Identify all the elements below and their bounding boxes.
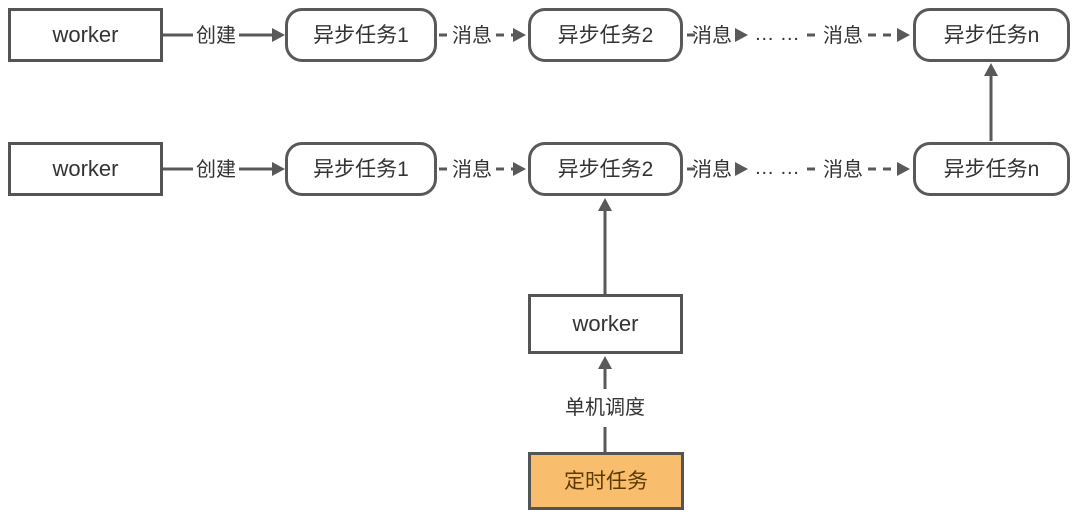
arrowhead-into-task1-top [272, 28, 285, 42]
arrowhead-into-task2-top [513, 28, 526, 42]
message-label-mid-3: 消息 [823, 159, 863, 181]
timed-task-node: 定时任务 [528, 452, 684, 510]
create-label-top: 创建 [196, 25, 236, 47]
worker-node-scheduler: worker [528, 294, 683, 354]
worker-node-mid: worker [8, 142, 163, 196]
worker-node-top: worker [8, 8, 163, 62]
async-task-2-mid: 异步任务2 [528, 142, 683, 196]
create-label-mid: 创建 [196, 159, 236, 181]
async-task-n-top: 异步任务n [913, 8, 1070, 62]
message-label-top-3: 消息 [823, 25, 863, 47]
arrowhead-up-into-taskn-top [984, 63, 998, 76]
async-task-1-mid: 异步任务1 [285, 142, 437, 196]
message-label-top-2: 消息 [692, 25, 732, 47]
message-label-mid-1: 消息 [452, 159, 492, 181]
message-label-top-1: 消息 [452, 25, 492, 47]
ellipsis-top: … … [754, 23, 800, 45]
ellipsis-mid: … … [754, 157, 800, 179]
async-task-2-top: 异步任务2 [528, 8, 683, 62]
arrowhead-into-ellipsis-top [735, 28, 748, 42]
async-task-1-top: 异步任务1 [285, 8, 437, 62]
arrowhead-into-ellipsis-mid [735, 162, 748, 176]
arrowhead-up-into-task2-mid [598, 198, 612, 211]
arrowhead-into-task1-mid [272, 162, 285, 176]
message-label-mid-2: 消息 [692, 159, 732, 181]
arrowhead-up-into-worker [598, 356, 612, 369]
arrowhead-into-task2-mid [513, 162, 526, 176]
arrowhead-into-taskn-top [897, 28, 910, 42]
schedule-label: 单机调度 [565, 397, 645, 419]
async-task-n-mid: 异步任务n [913, 142, 1070, 196]
arrowhead-into-taskn-mid [897, 162, 910, 176]
